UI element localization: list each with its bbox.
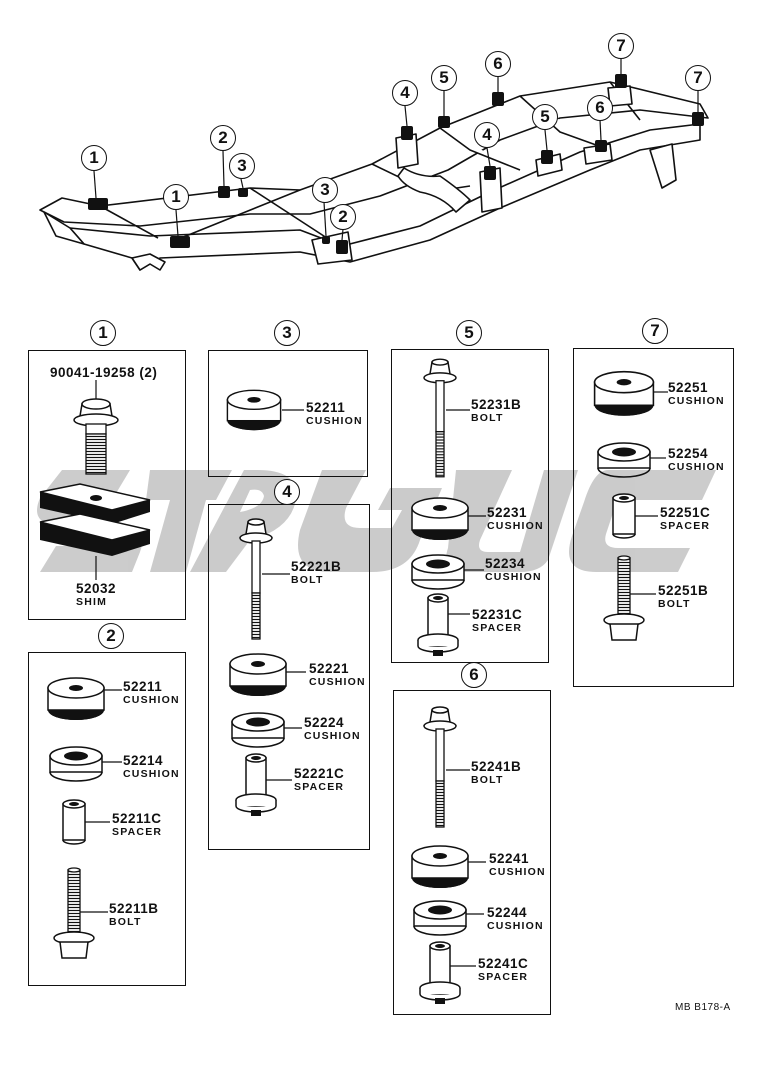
group7-art [593, 370, 668, 641]
frame-callout-6a: 6 [485, 51, 511, 77]
frame-callout-2b: 2 [330, 204, 356, 230]
group2-callout: 2 [98, 623, 124, 649]
group3-art [226, 389, 304, 431]
figure-code: MB B178-A [675, 1002, 731, 1013]
frame-leaders [93, 58, 699, 241]
frame-callout-3a: 3 [229, 153, 255, 179]
group5-art [411, 358, 486, 657]
group5-callout: 5 [456, 320, 482, 346]
group3-panel [208, 350, 368, 477]
group6-callout: 6 [461, 662, 487, 688]
group1-panel [28, 350, 186, 620]
group3-callout: 3 [274, 320, 300, 346]
group4-panel [208, 504, 370, 850]
frame-mount-blocks [88, 74, 704, 254]
frame-callout-3b: 3 [312, 177, 338, 203]
group4-art [229, 518, 306, 817]
group7-callout: 7 [642, 318, 668, 344]
group6-art [411, 706, 486, 1005]
group2-art [47, 677, 122, 959]
group1-bolt-label: 90041-19258 (2) [50, 365, 158, 380]
group4-callout: 4 [274, 479, 300, 505]
frame-callout-1a: 1 [81, 145, 107, 171]
frame-callout-2a: 2 [210, 125, 236, 151]
frame-callout-4a: 4 [392, 80, 418, 106]
frame-callout-5b: 5 [532, 104, 558, 130]
frame-callout-7b: 7 [685, 65, 711, 91]
group1-callout: 1 [90, 320, 116, 346]
group7-panel [573, 348, 734, 687]
frame-callout-5a: 5 [431, 65, 457, 91]
group2-panel [28, 652, 186, 986]
frame-callout-7a: 7 [608, 33, 634, 59]
frame-callout-6b: 6 [587, 95, 613, 121]
frame-callout-4b: 4 [474, 122, 500, 148]
watermark-logo [37, 470, 716, 572]
group1-art [39, 380, 151, 580]
group6-panel [393, 690, 551, 1015]
frame-callout-1b: 1 [163, 184, 189, 210]
